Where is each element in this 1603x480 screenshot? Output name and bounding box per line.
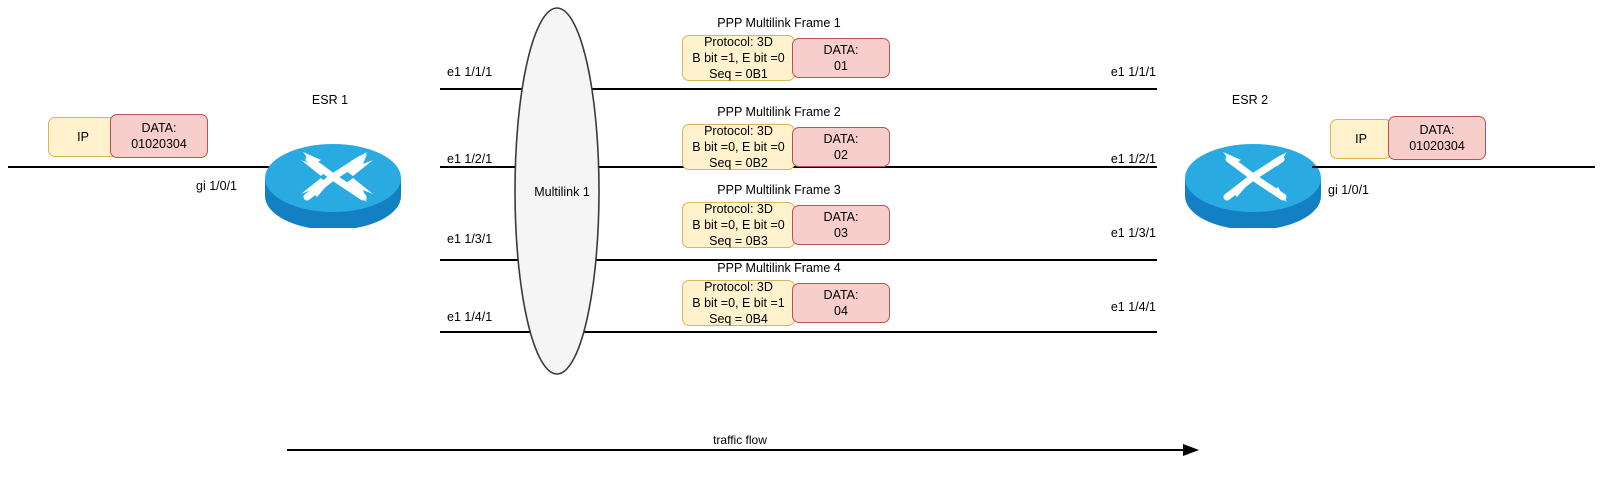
frame-header-box-3: Protocol: 3D B bit =0, E bit =0 Seq = 0B…	[682, 202, 795, 248]
multilink-bundle-label: Multilink 1	[534, 185, 590, 199]
traffic-flow-label: traffic flow	[713, 433, 767, 447]
frame-title-2: PPP Multilink Frame 2	[717, 105, 841, 119]
left-gi-interface-label: gi 1/0/1	[196, 179, 238, 193]
frame-header-box-1: Protocol: 3D B bit =1, E bit =0 Seq = 0B…	[682, 35, 795, 81]
left-interface-label-1: e1 1/1/1	[447, 65, 493, 79]
right-interface-label-2: e1 1/2/1	[1110, 152, 1156, 166]
frame-payload-box-2: DATA: 02	[792, 127, 890, 167]
trunk-line-4	[440, 331, 1157, 333]
left-router-label: ESR 1	[311, 93, 349, 107]
right-data-payload-box: DATA: 01020304	[1388, 116, 1486, 160]
left-router-icon	[263, 118, 403, 230]
left-interface-label-4: e1 1/4/1	[447, 310, 493, 324]
frame-title-4: PPP Multilink Frame 4	[717, 261, 841, 275]
frame-title-3: PPP Multilink Frame 3	[717, 183, 841, 197]
frame-payload-box-4: DATA: 04	[792, 283, 890, 323]
frame-header-box-4: Protocol: 3D B bit =0, E bit =1 Seq = 0B…	[682, 280, 795, 326]
right-gi-interface-label: gi 1/0/1	[1328, 183, 1370, 197]
frame-payload-box-1: DATA: 01	[792, 38, 890, 78]
right-router-label: ESR 2	[1231, 93, 1269, 107]
frame-title-1: PPP Multilink Frame 1	[717, 16, 841, 30]
right-ip-header-box: IP	[1330, 119, 1392, 159]
right-interface-label-3: e1 1/3/1	[1110, 226, 1156, 240]
trunk-line-3	[440, 259, 1157, 261]
left-ip-header-box: IP	[48, 117, 118, 157]
right-lan-line	[1312, 166, 1595, 168]
left-interface-label-3: e1 1/3/1	[447, 232, 493, 246]
frame-payload-box-3: DATA: 03	[792, 205, 890, 245]
left-lan-line	[8, 166, 278, 168]
traffic-flow-arrow	[285, 440, 1201, 460]
frame-header-box-2: Protocol: 3D B bit =0, E bit =0 Seq = 0B…	[682, 124, 795, 170]
left-data-payload-box: DATA: 01020304	[110, 114, 208, 158]
trunk-line-1	[440, 88, 1157, 90]
right-router-icon	[1183, 118, 1323, 230]
right-interface-label-1: e1 1/1/1	[1110, 65, 1156, 79]
right-interface-label-4: e1 1/4/1	[1110, 300, 1156, 314]
left-interface-label-2: e1 1/2/1	[447, 152, 493, 166]
